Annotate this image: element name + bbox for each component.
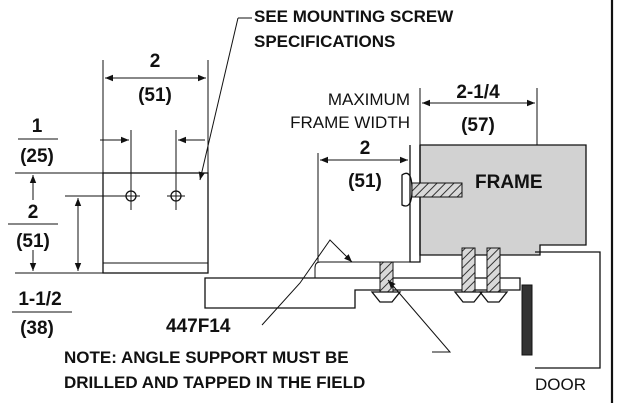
angle-plate	[102, 172, 209, 274]
frame-screw	[486, 247, 501, 293]
dim-leg-mm: (51)	[348, 171, 382, 192]
part-number-label: 447F14	[166, 316, 231, 337]
frame-screw	[411, 182, 463, 198]
angle-front-view	[15, 17, 252, 274]
tapped-screw	[379, 261, 394, 293]
door-edge	[521, 284, 533, 356]
dim-max-width-mm: (57)	[461, 115, 495, 136]
mounting-screw-note-2: SPECIFICATIONS	[254, 32, 395, 51]
dim-edge-mm: (25)	[20, 146, 54, 167]
dim-max-width-in: 2-1/4	[456, 82, 500, 103]
field-note-2: DRILLED AND TAPPED IN THE FIELD	[64, 373, 365, 392]
mounting-screw-note: SEE MOUNTING SCREW	[254, 7, 454, 26]
dim-hole-spacing-in: 2	[150, 51, 161, 72]
field-note: NOTE: ANGLE SUPPORT MUST BE	[64, 348, 349, 367]
max-frame-width-label: MAXIMUM	[328, 90, 410, 109]
angle-support	[204, 277, 521, 309]
dim-vertical-mm: (51)	[16, 231, 50, 252]
dim-hole-spacing-mm: (51)	[138, 85, 172, 106]
frame-block	[419, 144, 587, 256]
dim-leg-in: 2	[360, 138, 371, 159]
dim-vertical-in: 2	[28, 202, 39, 223]
frame-label: FRAME	[475, 172, 543, 193]
dim-edge-in: 1	[32, 116, 43, 137]
door	[535, 251, 601, 369]
door-label: DOOR	[535, 375, 586, 394]
max-frame-width-label-2: FRAME WIDTH	[290, 113, 410, 132]
dim-bottom-mm: (38)	[20, 318, 54, 339]
section-view	[204, 88, 601, 369]
dim-bottom-in: 1-1/2	[18, 289, 61, 310]
frame-screw	[461, 247, 476, 293]
